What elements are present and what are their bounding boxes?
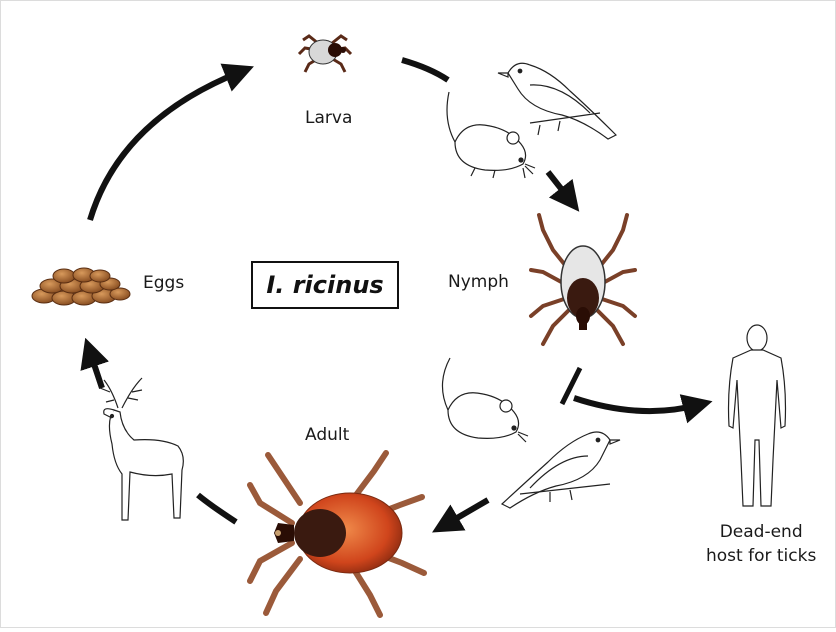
dead-end-label: Dead-end host for ticks	[706, 520, 816, 568]
mouse-icon-bottom	[442, 358, 528, 442]
adult-tick-icon	[250, 453, 424, 615]
nymph-tick-icon	[531, 215, 635, 344]
arrow-deer-to-eggs	[90, 352, 102, 388]
eggs-label: Eggs	[143, 273, 184, 293]
arrow-hosts-to-adult	[445, 500, 488, 525]
nymph-label: Nymph	[448, 272, 509, 292]
bird-icon-bottom	[502, 432, 620, 508]
adult-label: Adult	[305, 425, 349, 445]
deer-icon	[100, 378, 183, 520]
arrow-adult-to-deer	[198, 495, 236, 522]
arrow-hosts-to-nymph	[548, 172, 570, 200]
arrow-nymph-to-human	[574, 398, 698, 411]
human-icon	[729, 325, 786, 506]
mouse-icon-top	[447, 92, 535, 178]
eggs-icon	[32, 268, 130, 305]
arrow-larva-to-hosts	[402, 60, 448, 80]
dead-end-line1: Dead-end	[706, 520, 816, 544]
larva-tick-icon	[299, 36, 351, 72]
larva-label: Larva	[305, 108, 352, 128]
species-title: I. ricinus	[266, 271, 383, 299]
arrow-eggs-to-larva	[90, 72, 240, 220]
species-title-box: I. ricinus	[251, 261, 399, 309]
bird-icon-top	[498, 63, 616, 139]
dead-end-line2: host for ticks	[706, 544, 816, 568]
